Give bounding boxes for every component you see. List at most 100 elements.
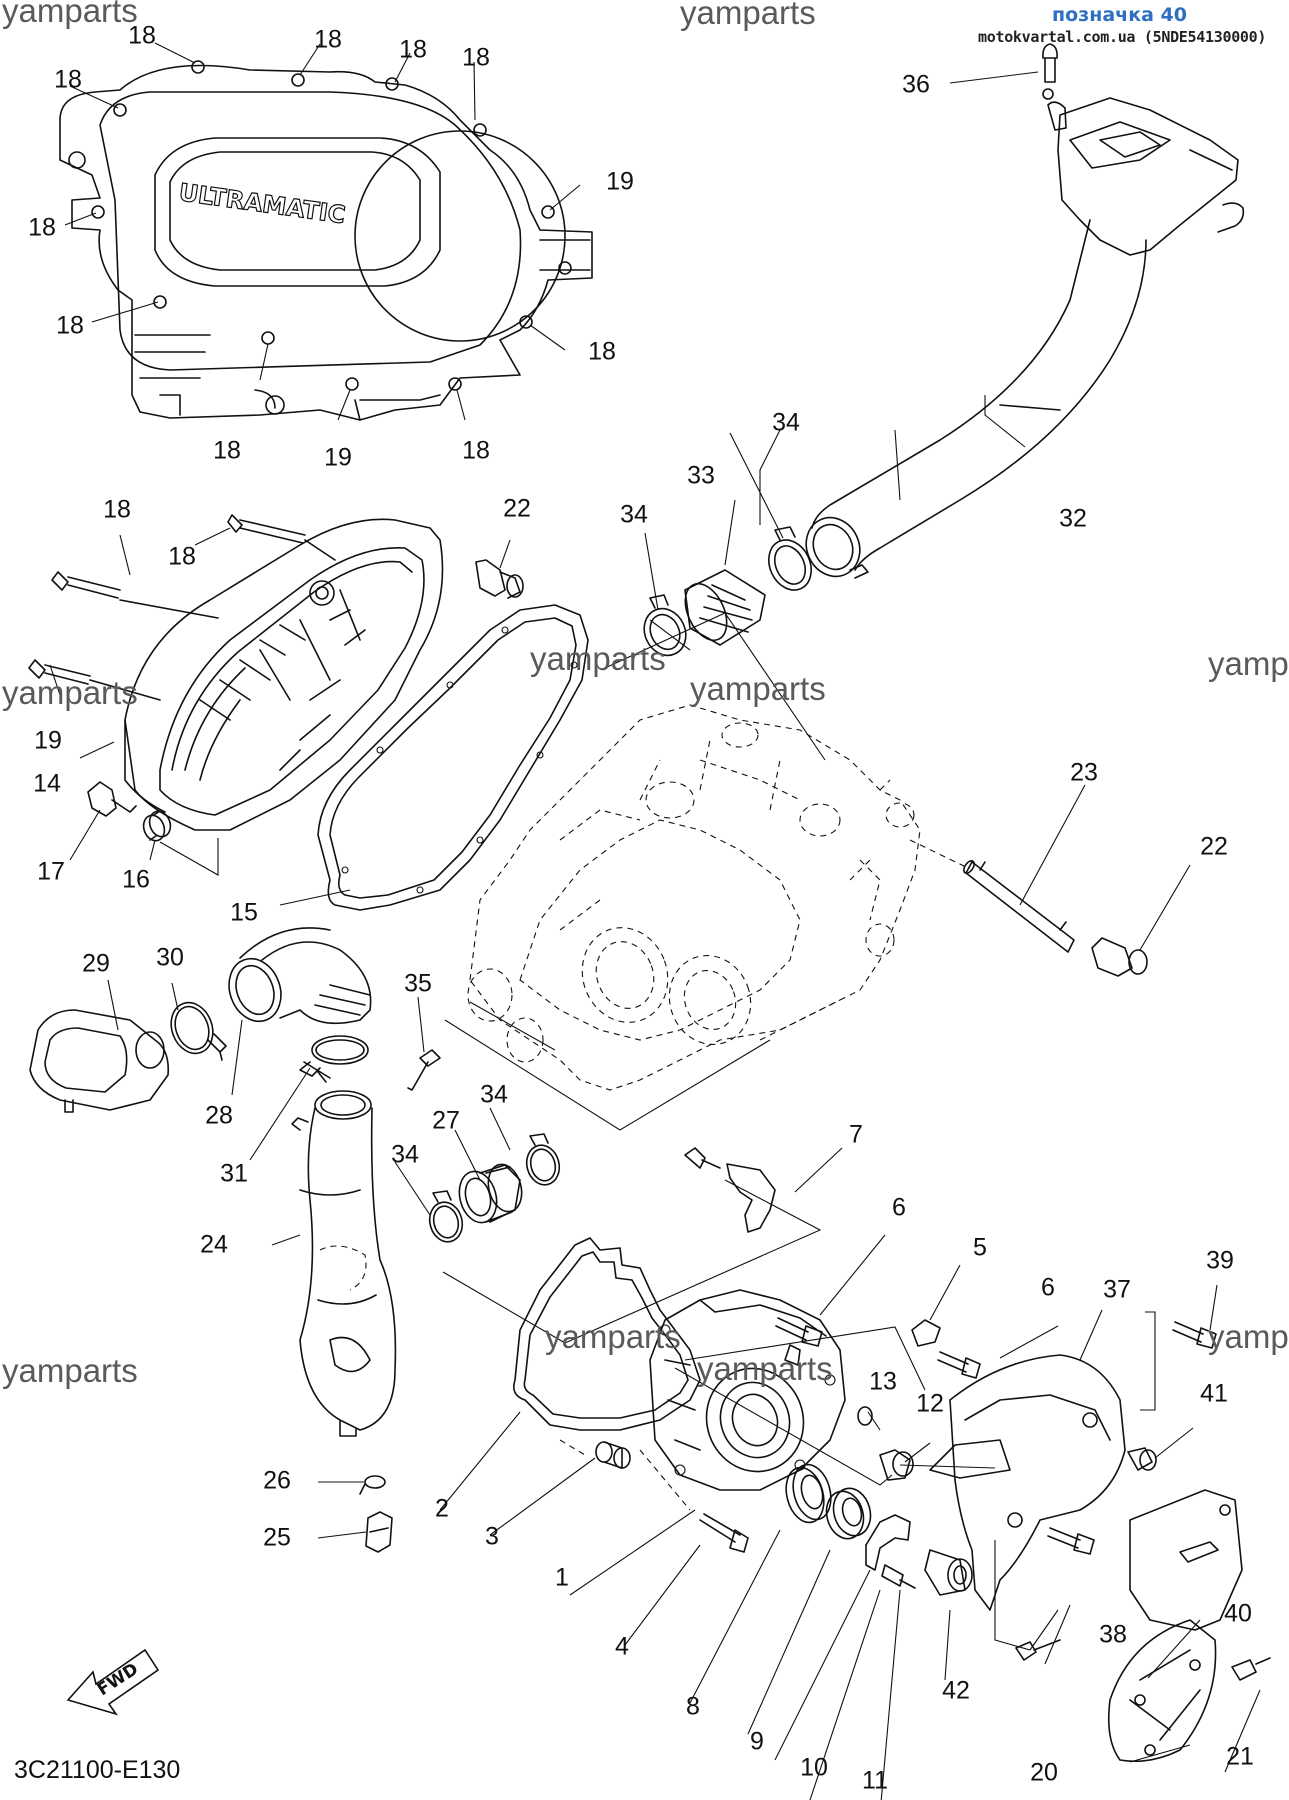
callout-18: 18 [462,43,490,72]
watermark: yamparts [1208,645,1289,682]
callout-18: 18 [103,495,131,524]
callout-19: 19 [606,167,634,196]
screw-35-drawing [407,1049,441,1091]
gasket-2-drawing [512,1237,701,1431]
fitting-17-16-drawing [87,781,219,876]
cover-37-drawing [929,1354,1126,1611]
clip-26-drawing [359,1475,386,1495]
dowel-3-drawing [595,1441,631,1469]
callout-25: 25 [263,1523,291,1552]
callout-18: 18 [168,542,196,571]
callout-29: 29 [82,949,110,978]
callout-28: 28 [205,1101,233,1130]
bolt-21-drawing [1231,1657,1271,1681]
bearing-8-drawing [785,1463,832,1524]
callout-18: 18 [399,35,427,64]
screw-11-drawing [881,1564,916,1589]
fitting-22-drawing [475,559,1148,977]
bolt-4-drawing [699,1513,749,1553]
pipe-23-drawing [909,839,1075,953]
callout-14: 14 [33,769,61,798]
watermark: yamparts [545,1318,681,1355]
header-title: позначка 40 [1052,4,1187,26]
bolt-39-drawing [1172,1321,1217,1349]
watermark: yamparts [2,1352,138,1389]
callout-9: 9 [750,1727,764,1756]
watermark: yamparts [680,0,816,31]
callout-34: 34 [620,500,648,529]
callout-6: 6 [1041,1273,1055,1302]
callout-5: 5 [973,1233,987,1262]
callout-8: 8 [686,1692,700,1721]
callout-13: 13 [869,1367,897,1396]
callout-12: 12 [916,1389,944,1418]
callout-10: 10 [800,1753,828,1782]
callout-1: 1 [555,1563,569,1592]
fwd-arrow: FWD [66,1648,160,1716]
watermark: yamparts [2,0,138,29]
callout-30: 30 [156,943,184,972]
duct-29-drawing [29,1009,170,1113]
callout-22: 22 [503,494,531,523]
callout-24: 24 [200,1230,228,1259]
gasket-15-drawing [317,604,589,911]
air-duct-32-drawing [805,43,1245,579]
callout-35: 35 [404,969,432,998]
bolt-6a-drawing [775,1317,823,1347]
clamp-30-drawing [170,1001,227,1061]
callout-34: 34 [772,408,800,437]
callout-18: 18 [56,311,84,340]
callout-41: 41 [1200,1379,1228,1408]
callout-18: 18 [588,337,616,366]
joint-27-drawing [428,1133,822,1344]
clamp-31-drawing [299,1035,369,1083]
crankcase-drawing [444,612,921,1131]
bracket-25-drawing [365,1511,393,1553]
callout-17: 17 [37,857,65,886]
cover-1-drawing [649,1289,846,1491]
callout-37: 37 [1103,1275,1131,1304]
callout-19: 19 [324,443,352,472]
callout-38: 38 [1099,1620,1127,1649]
collar-41-drawing [1127,1447,1157,1471]
watermark: yamparts [2,674,138,711]
callout-18: 18 [314,25,342,54]
clip-5-drawing [911,1319,941,1347]
callout-23: 23 [1070,758,1098,787]
callout-42: 42 [942,1676,970,1705]
watermark: yamparts [697,1350,833,1387]
callout-18: 18 [128,21,156,50]
callout-4: 4 [615,1632,629,1661]
callout-36: 36 [902,70,930,99]
outer-cover-drawing: ULTRAMATIC [59,60,593,421]
plate-10-drawing [865,1514,911,1571]
callout-34: 34 [391,1140,419,1169]
joint-33-drawing [643,526,812,657]
callout-15: 15 [230,898,258,927]
crankcase-cover-14-drawing [28,514,444,831]
callout-18: 18 [213,436,241,465]
assembly-lines [559,1311,1156,1651]
watermark: yamparts [530,640,666,677]
watermark: yamparts [690,670,826,707]
oring-13-drawing [857,1406,873,1426]
bolt-6b-drawing [937,1351,981,1379]
callout-6: 6 [892,1193,906,1222]
callout-33: 33 [687,461,715,490]
callout-26: 26 [263,1466,291,1495]
callout-21: 21 [1226,1742,1254,1771]
duct-24-drawing [291,1090,397,1437]
callout-31: 31 [220,1159,248,1188]
callout-11: 11 [862,1766,888,1795]
callout-32: 32 [1059,504,1087,533]
bracket-7-drawing [684,1147,776,1233]
callout-2: 2 [435,1494,449,1523]
plug-12-drawing [879,1449,914,1481]
collar-42-drawing [924,1549,973,1596]
callout-22: 22 [1200,832,1228,861]
callout-16: 16 [122,865,150,894]
callout-39: 39 [1206,1246,1234,1275]
hose-28-drawing [228,927,372,1025]
